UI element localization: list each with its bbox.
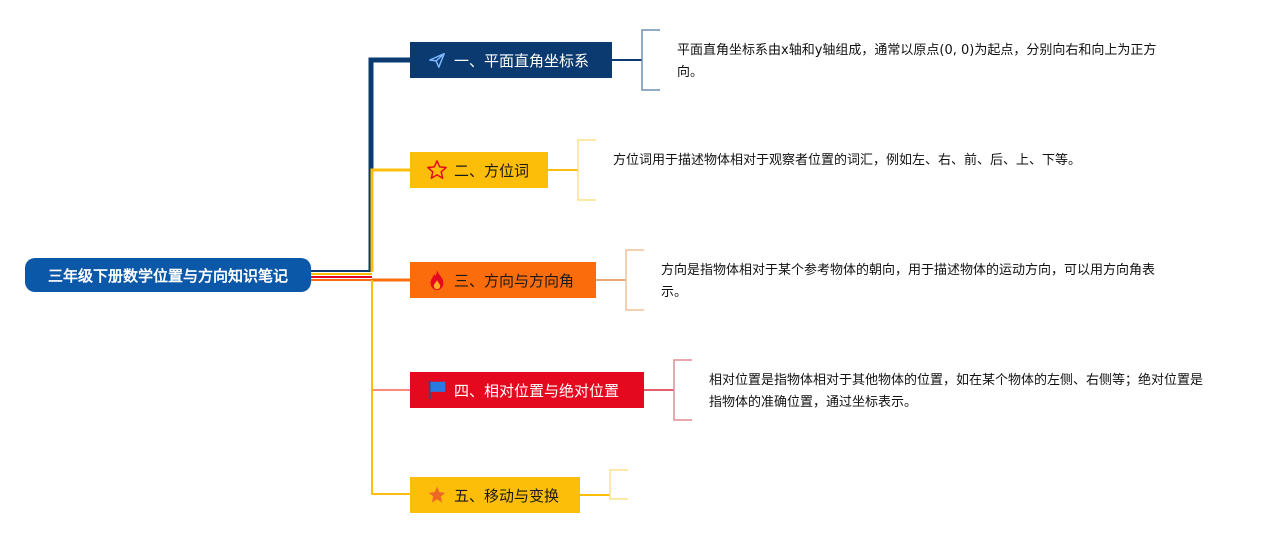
- branch-movement-transformation[interactable]: 五、移动与变换: [410, 477, 580, 513]
- branch-label: 五、移动与变换: [454, 486, 560, 505]
- note-direction-angle: 方向是指物体相对于某个参考物体的朝向，用于描述物体的运动方向，可以用方向角表示。: [661, 263, 1156, 300]
- branch-relative-absolute-position[interactable]: 四、相对位置与绝对位置: [410, 372, 644, 408]
- star-filled-icon: [426, 484, 448, 506]
- flag-icon: [426, 379, 448, 401]
- fire-icon: [426, 269, 448, 291]
- note-direction-words: 方位词用于描述物体相对于观察者位置的词汇，例如左、右、前、后、上、下等。: [613, 153, 1082, 168]
- branch-label: 二、方位词: [454, 161, 530, 180]
- branch-label: 三、方向与方向角: [454, 271, 575, 290]
- branch-label: 一、平面直角坐标系: [454, 51, 590, 70]
- branch-direction-angle[interactable]: 三、方向与方向角: [410, 262, 596, 298]
- branch-coordinate-system[interactable]: 一、平面直角坐标系: [410, 42, 612, 78]
- note-relative-absolute-position: 相对位置是指物体相对于其他物体的位置，如在某个物体的左侧、右侧等；绝对位置是指物…: [709, 373, 1204, 410]
- star-outline-icon: [426, 159, 448, 181]
- branch-label: 四、相对位置与绝对位置: [454, 381, 620, 400]
- paper-plane-icon: [426, 49, 448, 71]
- note-coordinate-system: 平面直角坐标系由x轴和y轴组成，通常以原点(0, 0)为起点，分别向右和向上为正…: [677, 43, 1157, 80]
- branch-direction-words[interactable]: 二、方位词: [410, 152, 548, 188]
- root-title: 三年级下册数学位置与方向知识笔记: [47, 266, 288, 285]
- root-node[interactable]: 三年级下册数学位置与方向知识笔记: [25, 258, 311, 292]
